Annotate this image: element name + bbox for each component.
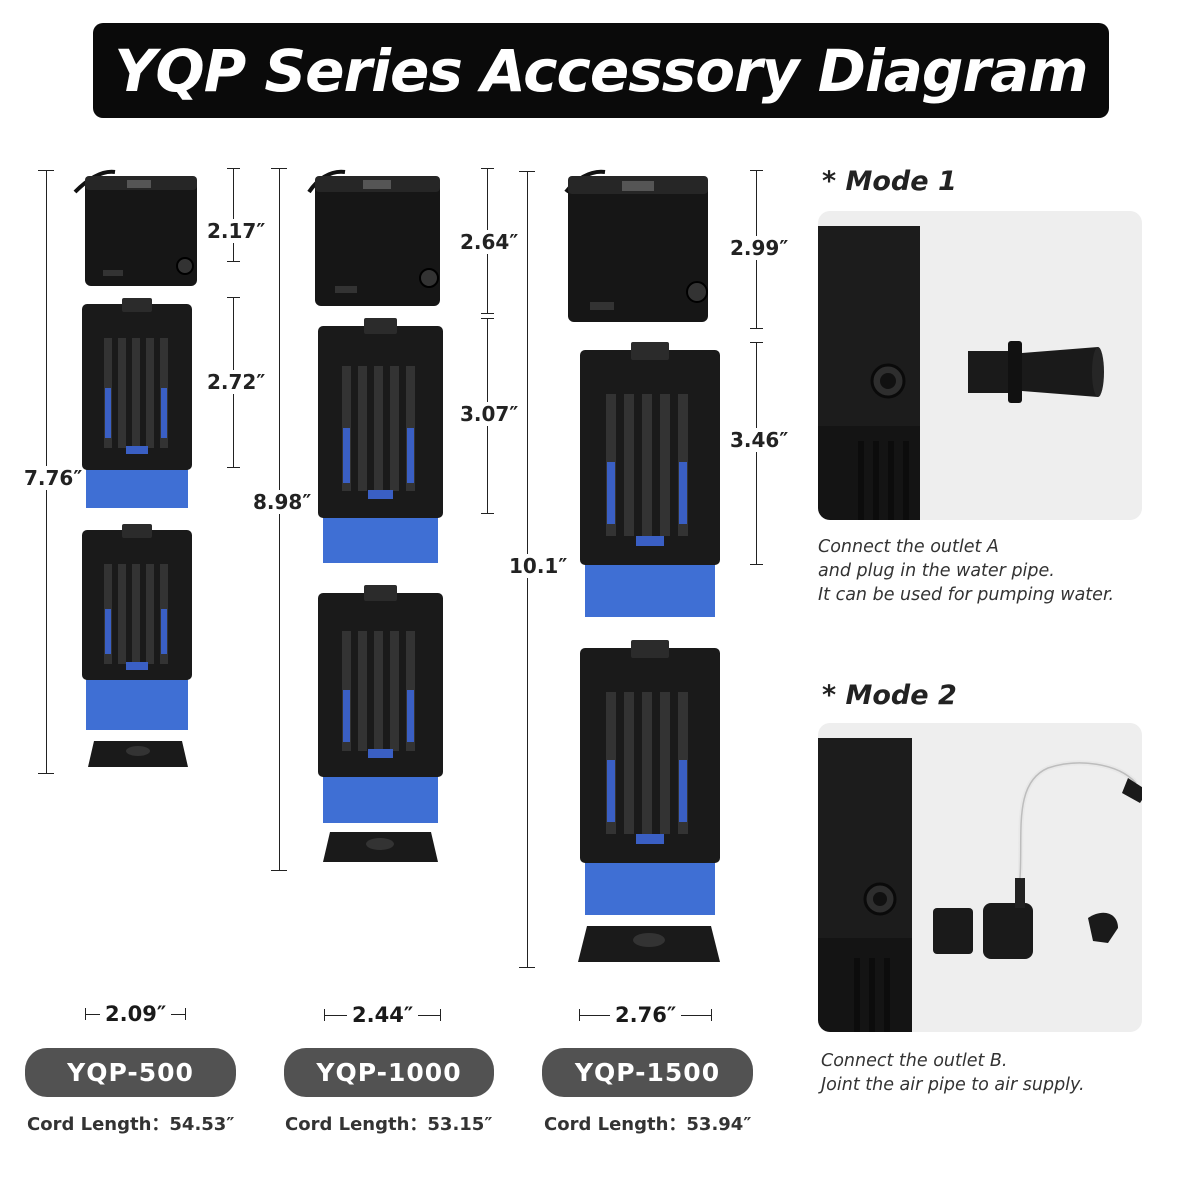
caption-line: and plug in the water pipe. [818, 561, 1055, 581]
mode-1-caption: Connect the outlet A and plug in the wat… [818, 535, 1114, 607]
title-bar: YQP Series Accessory Diagram [93, 23, 1109, 118]
total-height-label: 7.76″ [22, 466, 85, 490]
tick [324, 1009, 325, 1021]
dim-line [325, 1014, 347, 1016]
tick [481, 313, 494, 314]
dim-line [681, 1014, 712, 1016]
tick [85, 1008, 86, 1020]
tick [750, 328, 763, 329]
width-dimension: 2.44″ [324, 1003, 442, 1027]
mode-1-photo [818, 211, 1142, 520]
pump-height-label: 2.99″ [728, 236, 791, 260]
tick [271, 870, 287, 871]
pump-height-label: 2.64″ [458, 230, 521, 254]
tick [440, 1009, 442, 1021]
tick [519, 967, 535, 968]
filter-cartridge-image [82, 298, 192, 508]
tick [519, 171, 535, 172]
width-label: 2.76″ [615, 1003, 677, 1027]
filter-height-label: 3.46″ [728, 428, 791, 452]
base-plate-image [323, 832, 438, 862]
outlet-b-air-pipe-image [818, 738, 1142, 1032]
dim-line [418, 1014, 441, 1016]
filter-height-label: 2.72″ [205, 370, 268, 394]
filter-cartridge-image [580, 342, 720, 617]
dim-line [233, 168, 234, 261]
tick [227, 261, 240, 262]
mode-2-photo [818, 723, 1142, 1032]
filter-cartridge-image [318, 318, 443, 563]
tick [481, 513, 494, 514]
mode-2-caption: Connect the outlet B. Joint the air pipe… [821, 1049, 1085, 1097]
tick [271, 168, 287, 169]
tick [227, 467, 240, 468]
filter-cartridge-image [580, 640, 720, 915]
filter-cartridge-image [82, 524, 192, 730]
dim-line [171, 1013, 186, 1015]
page-title: YQP Series Accessory Diagram [114, 36, 1088, 105]
caption-line: Joint the air pipe to air supply. [821, 1075, 1085, 1095]
tick [711, 1009, 713, 1021]
tick [750, 170, 763, 171]
tick [579, 1009, 580, 1021]
width-label: 2.09″ [105, 1002, 167, 1026]
mode-2-title: * Mode 2 [822, 680, 957, 711]
cord-length: Cord Length：54.53″ [27, 1114, 235, 1135]
dim-line [580, 1014, 610, 1016]
pump-head-image [307, 169, 440, 306]
tick [750, 564, 763, 565]
filter-cartridge-image [318, 585, 443, 823]
tick [38, 170, 54, 171]
cord-length: Cord Length：53.15″ [285, 1114, 493, 1135]
filter-height-label: 3.07″ [458, 402, 521, 426]
model-badge: YQP-500 [25, 1048, 236, 1097]
tick [38, 773, 54, 774]
total-height-label: 10.1″ [507, 554, 570, 578]
model-badge: YQP-1500 [542, 1048, 753, 1097]
tick [227, 297, 240, 298]
base-plate-image [578, 926, 720, 962]
pump-head-image [564, 169, 708, 322]
tick [750, 342, 763, 343]
mode-1-title: * Mode 1 [822, 166, 957, 197]
cord-length: Cord Length：53.94″ [544, 1114, 752, 1135]
tick [481, 318, 494, 319]
pump-height-label: 2.17″ [205, 219, 268, 243]
outlet-a-connector-image [818, 226, 1104, 520]
total-height-line [279, 168, 280, 870]
width-dimension: 2.76″ [579, 1003, 713, 1027]
model-badge: YQP-1000 [284, 1048, 494, 1097]
dim-line [86, 1013, 100, 1015]
pump-head-image [73, 169, 197, 286]
tick [185, 1008, 187, 1020]
width-dimension: 2.09″ [85, 1002, 187, 1026]
caption-line: Connect the outlet A [818, 537, 999, 557]
tick [481, 168, 494, 169]
tick [227, 168, 240, 169]
width-label: 2.44″ [352, 1003, 414, 1027]
caption-line: Connect the outlet B. [821, 1051, 1008, 1071]
dim-line [756, 342, 757, 564]
base-plate-image [88, 741, 188, 767]
total-height-label: 8.98″ [251, 490, 314, 514]
caption-line: It can be used for pumping water. [818, 585, 1115, 605]
